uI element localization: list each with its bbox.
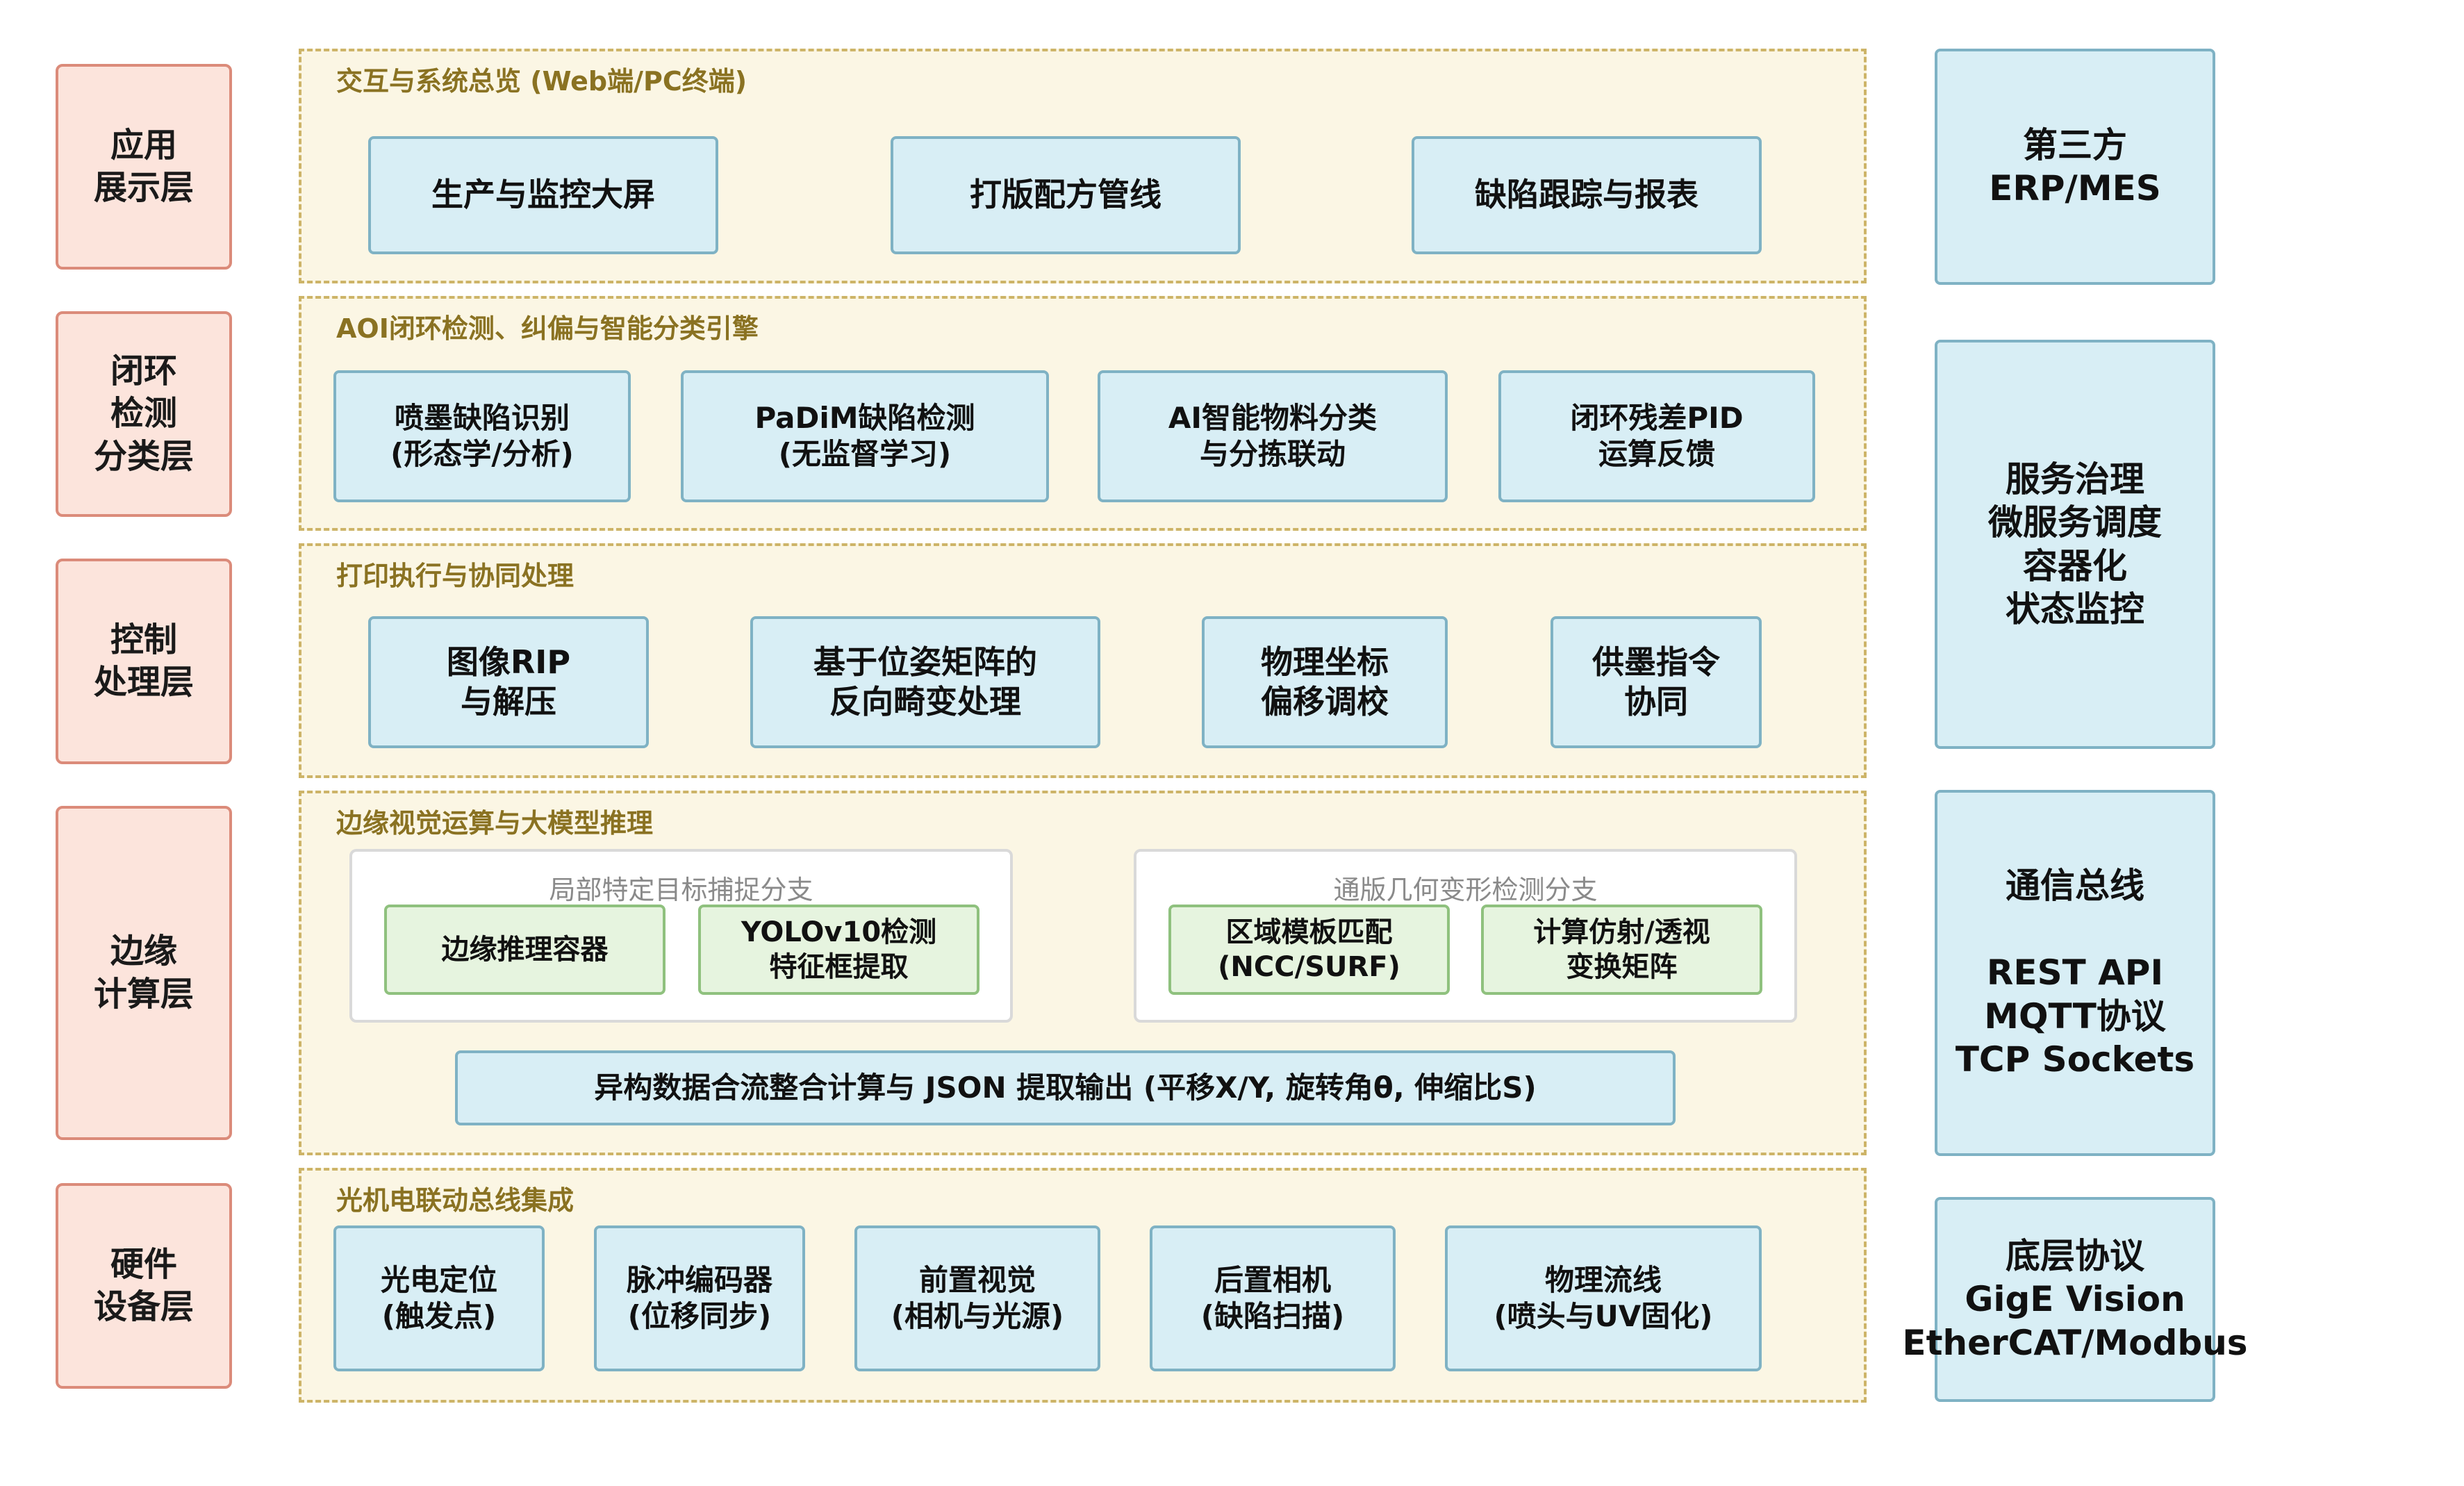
component-json-output: 异构数据合流整合计算与 JSON 提取输出 (平移X/Y, 旋转角θ, 伸缩比S…	[455, 1050, 1676, 1125]
component-pose-matrix-correction: 基于位姿矩阵的 反向畸变处理	[750, 616, 1100, 748]
component-ink-defect-recognition: 喷墨缺陷识别 (形态学/分析)	[333, 370, 631, 502]
component-ink-supply-sync: 供墨指令 协同	[1551, 616, 1762, 748]
component-photoelectric-positioning: 光电定位 (触发点)	[333, 1225, 545, 1371]
panel-hardware-title: 光机电联动总线集成	[336, 1185, 574, 1216]
layer-edge-computing: 边缘 计算层	[56, 806, 232, 1140]
service-governance-box: 服务治理 微服务调度 容器化 状态监控	[1935, 340, 2215, 749]
component-affine-matrix: 计算仿射/透视 变换矩阵	[1481, 905, 1762, 995]
component-defect-tracking-report: 缺陷跟踪与报表	[1412, 136, 1762, 254]
panel-app-title: 交互与系统总览 (Web端/PC终端)	[336, 66, 747, 97]
component-template-matching: 区域模板匹配 (NCC/SURF)	[1168, 905, 1450, 995]
communication-bus-box: 通信总线 REST API MQTT协议 TCP Sockets	[1935, 790, 2215, 1156]
component-image-rip: 图像RIP 与解压	[368, 616, 649, 748]
panel-control-title: 打印执行与协同处理	[336, 561, 574, 591]
layer-closed-loop-detection: 闭环 检测 分类层	[56, 311, 232, 517]
component-plate-recipe-pipeline: 打版配方管线	[891, 136, 1241, 254]
panel-aoi-title: AOI闭环检测、纠偏与智能分类引擎	[336, 313, 759, 344]
component-padim-defect-detection: PaDiM缺陷检测 (无监督学习)	[681, 370, 1049, 502]
layer-hardware-devices: 硬件 设备层	[56, 1183, 232, 1389]
layer-control-processing: 控制 处理层	[56, 559, 232, 764]
layer-app-display: 应用 展示层	[56, 64, 232, 270]
third-party-erp-box: 第三方 ERP/MES	[1935, 49, 2215, 285]
component-coordinate-offset: 物理坐标 偏移调校	[1202, 616, 1448, 748]
panel-edge-title: 边缘视觉运算与大模型推理	[336, 808, 654, 839]
component-edge-inference-container: 边缘推理容器	[384, 905, 665, 995]
component-rear-camera: 后置相机 (缺陷扫描)	[1150, 1225, 1396, 1371]
component-pulse-encoder: 脉冲编码器 (位移同步)	[594, 1225, 805, 1371]
branch-geometry-deformation-title: 通版几何变形检测分支	[1333, 875, 1598, 905]
component-closed-loop-pid: 闭环残差PID 运算反馈	[1498, 370, 1815, 502]
branch-local-target-title: 局部特定目标捕捉分支	[549, 875, 813, 905]
component-ai-material-classification: AI智能物料分类 与分拣联动	[1098, 370, 1448, 502]
component-physical-line: 物理流线 (喷头与UV固化)	[1445, 1225, 1762, 1371]
component-front-vision: 前置视觉 (相机与光源)	[854, 1225, 1100, 1371]
component-production-monitor: 生产与监控大屏	[368, 136, 718, 254]
component-yolov10-detection: YOLOv10检测 特征框提取	[698, 905, 979, 995]
low-level-protocol-box: 底层协议 GigE Vision EtherCAT/Modbus	[1902, 1197, 2248, 1402]
